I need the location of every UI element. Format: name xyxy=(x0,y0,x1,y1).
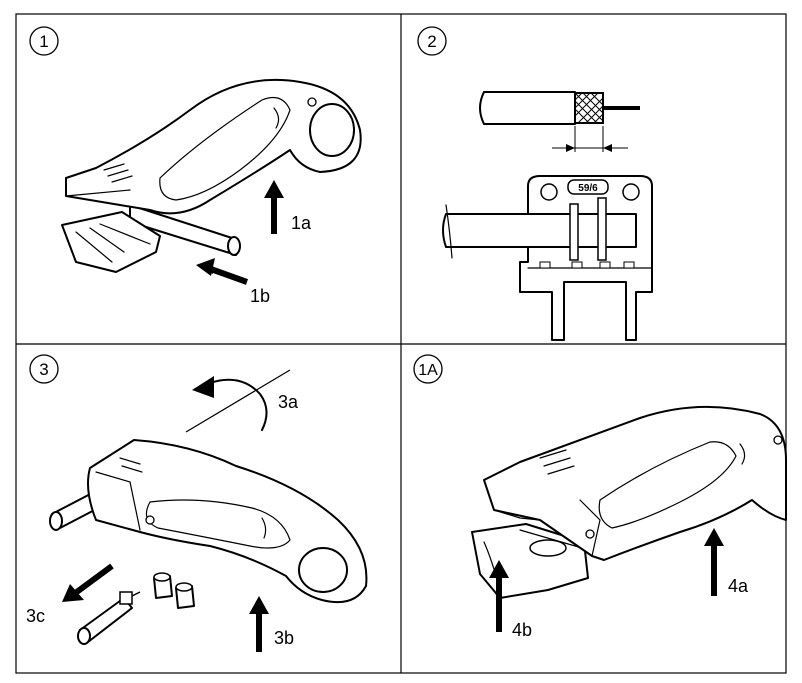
arrow-3c-icon xyxy=(62,563,114,602)
arrow-4b-icon xyxy=(489,560,509,632)
step-badge-1: 1 xyxy=(29,26,59,56)
panel-1a: 1A 4a 4b xyxy=(413,354,787,640)
step-badge-3-label: 3 xyxy=(39,360,48,379)
label-4a: 4a xyxy=(728,576,749,596)
step-badge-1a-label: 1A xyxy=(418,362,438,379)
arrow-3b-icon xyxy=(249,596,269,652)
step-badge-3: 3 xyxy=(29,354,59,384)
label-4b: 4b xyxy=(512,620,532,640)
label-1b: 1b xyxy=(250,286,270,306)
panel-3: 3 3a xyxy=(26,354,368,652)
panel-1: 1 1a xyxy=(29,26,362,306)
straight-cable-overlay xyxy=(442,197,637,261)
step-badge-2: 2 xyxy=(417,26,447,56)
tool-cutter-head: 59/6 xyxy=(519,175,653,341)
label-3a: 3a xyxy=(278,392,299,412)
rotation-indicator xyxy=(185,369,291,433)
stripping-tool xyxy=(61,78,362,273)
coax-cable-detail xyxy=(479,91,640,152)
arrow-1a-icon xyxy=(264,180,284,234)
stripping-tool-open xyxy=(471,405,787,599)
arrow-4a-icon xyxy=(704,528,724,596)
label-1a: 1a xyxy=(291,213,312,233)
label-3c: 3c xyxy=(26,606,45,626)
panel-2: 2 xyxy=(417,26,653,341)
stripping-tool-rotated xyxy=(49,439,368,604)
label-3b: 3b xyxy=(274,628,294,648)
step-badge-1a: 1A xyxy=(413,354,443,384)
gauge-marking: 59/6 xyxy=(578,183,598,194)
panel-grid xyxy=(15,13,787,674)
stripped-pieces xyxy=(77,572,195,645)
step-badge-2-label: 2 xyxy=(427,32,436,51)
step-badge-1-label: 1 xyxy=(39,32,48,51)
arrow-1b-icon xyxy=(196,258,249,285)
